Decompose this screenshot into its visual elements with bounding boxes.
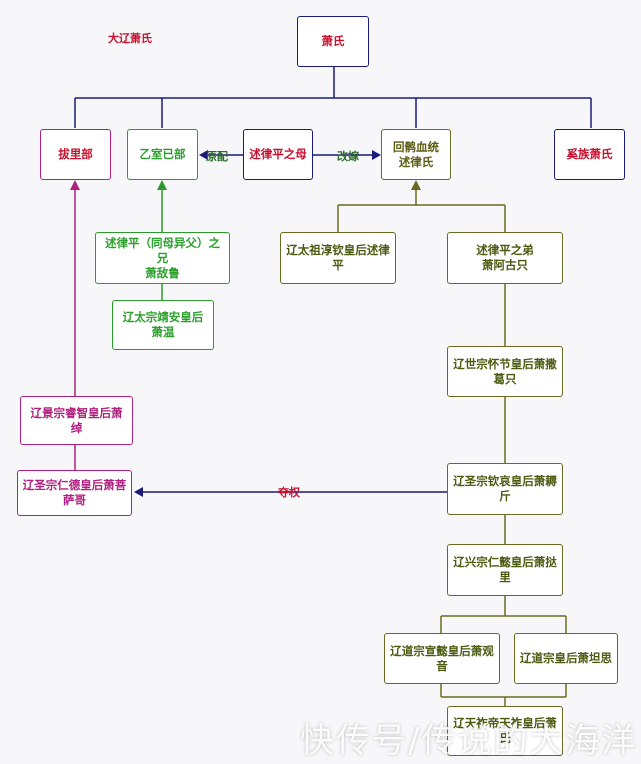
node-jingzong: 辽景宗睿智皇后萧绰 (20, 396, 133, 445)
node-daozong-tansi: 辽道宗皇后萧坦思 (514, 633, 618, 684)
node-xizu: 奚族萧氏 (554, 129, 625, 180)
node-shizong: 辽世宗怀节皇后萧撒葛只 (447, 346, 563, 397)
node-shengzong-qinai: 辽圣宗钦哀皇后萧耨斤 (447, 463, 563, 515)
chart-title: 大辽萧氏 (108, 32, 152, 45)
node-xiao: 萧氏 (297, 16, 369, 67)
node-tianzuo: 辽天祚帝天祚皇后萧氏 (447, 706, 563, 756)
node-xingzong: 辽兴宗仁懿皇后萧挞里 (447, 544, 563, 596)
node-yishiji: 乙室已部 (127, 129, 198, 180)
node-huihu: 回鹘血统 述律氏 (381, 129, 451, 180)
edge-label-yuanpei: 原配 (206, 150, 228, 163)
edge-label-gaijia: 改嫁 (337, 150, 359, 163)
node-taizong: 辽太宗靖安皇后 萧温 (112, 300, 214, 350)
node-shengzong-rende: 辽圣宗仁德皇后萧菩萨哥 (17, 470, 132, 516)
node-balibu: 拔里部 (40, 129, 111, 180)
node-shuludi: 述律平之弟 萧阿古只 (447, 232, 563, 284)
node-daozong-xuanyi: 辽道宗宣懿皇后萧观音 (384, 633, 500, 684)
node-taizu: 辽太祖淳钦皇后述律平 (280, 232, 396, 284)
node-shulupingmu: 述律平之母 (243, 129, 313, 180)
edge-label-duoquan: 夺权 (278, 486, 300, 499)
node-shulupingxiong: 述律平（同母异父）之兄 萧敌鲁 (95, 232, 230, 284)
watermark: 快传号/传说的大海洋 (300, 721, 638, 761)
